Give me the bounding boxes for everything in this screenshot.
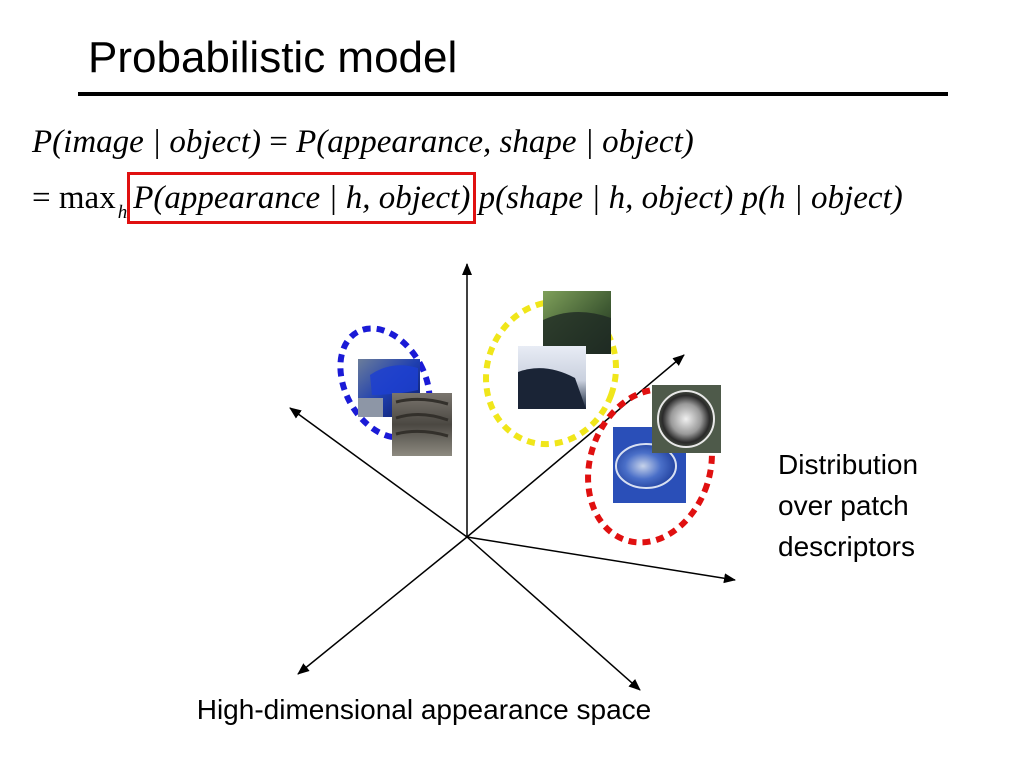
roof-edge-patch [518,346,586,409]
axis-upper-right [466,354,685,538]
axis-right [466,536,736,584]
page-title: Probabilistic model [88,33,458,82]
distribution-caption-line-1: Distribution [778,449,919,480]
axis-lower-right [466,536,641,691]
axes [289,263,736,691]
distribution-caption: Distribution over patch descriptors [778,444,978,567]
max-subscript: h [117,202,128,223]
cluster-yellow [483,291,619,448]
axis-upper-left [289,407,468,538]
distribution-caption-line-2: over patch [778,490,909,521]
axis-lower-left [297,536,468,675]
tire-tread-patch [392,393,452,456]
cluster-red [585,385,721,546]
equation-lhs: P(image | object) [32,124,261,160]
equation-rhs: P(appearance, shape | object) [296,124,694,160]
equation-line-1: P(image | object) = P(appearance, shape … [32,122,694,162]
round-headlight-patch [652,385,721,453]
cluster-blue [337,325,452,456]
shape-and-prior-terms: p(shape | h, object) p(h | object) [478,180,903,216]
title-underline [78,92,948,96]
max-operator: max [58,180,116,216]
appearance-space-caption: High-dimensional appearance space [196,694,652,725]
equals-sign-2: = [32,180,51,216]
blue-car-body-patch [358,359,420,417]
cluster-yellow-outline [483,298,619,448]
distribution-caption-line-3: descriptors [778,531,915,562]
appearance-term-highlighted: P(appearance | h, object) [127,172,477,224]
equals-sign: = [269,124,288,160]
dark-window-patch [543,291,611,354]
